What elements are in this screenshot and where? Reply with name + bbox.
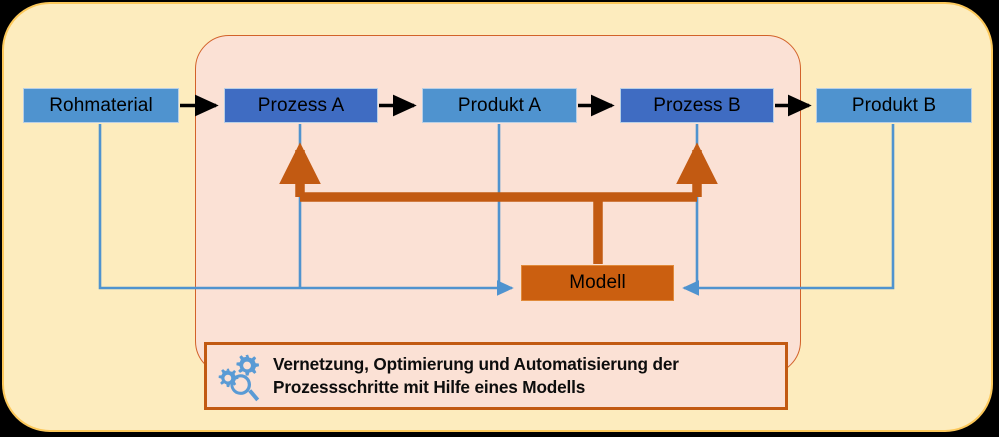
caption-line-1: Vernetzung, Optimierung und Automatisier… [273,354,679,375]
gears-magnifier-icon [215,350,271,402]
node-label: Prozess A [257,94,345,116]
node-label: Modell [569,272,626,293]
node-produkt-b[interactable]: Produkt B [816,88,972,123]
node-label: Produkt A [457,94,542,116]
caption-line-2: Prozessschritte mit Hilfe eines Modells [273,377,586,397]
caption-text: Vernetzung, Optimierung und Automatisier… [271,353,679,398]
node-label: Rohmaterial [49,94,153,116]
caption-box: Vernetzung, Optimierung und Automatisier… [204,342,788,410]
node-label: Prozess B [653,94,741,116]
node-prozess-a[interactable]: Prozess A [224,88,378,123]
node-rohmaterial[interactable]: Rohmaterial [23,88,179,123]
node-prozess-b[interactable]: Prozess B [620,88,774,123]
node-label: Produkt B [851,94,937,116]
node-modell[interactable]: Modell [521,265,674,301]
node-produkt-a[interactable]: Produkt A [422,88,577,123]
inner-process-frame [195,35,801,375]
